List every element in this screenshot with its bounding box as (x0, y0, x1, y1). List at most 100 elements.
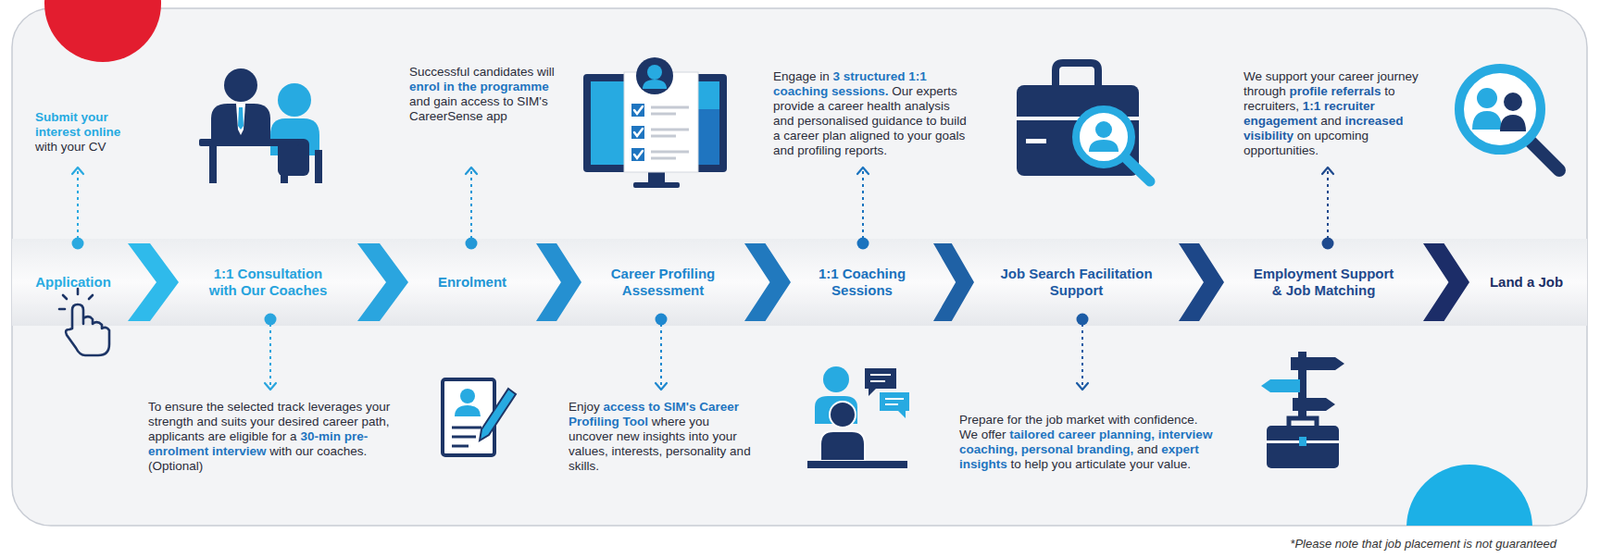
text-run: you (1051, 457, 1076, 472)
text-run: Profiling (568, 414, 624, 429)
text-run: online (84, 125, 122, 139)
text-run: upcoming (1314, 128, 1370, 143)
chevron-connector (1423, 243, 1470, 322)
text-run: access (461, 94, 504, 109)
text-run: career (322, 414, 362, 429)
text-run: to (1011, 457, 1025, 472)
text-run: CareerSense (409, 109, 487, 124)
text-run: career (1058, 427, 1100, 442)
timeline-step: 1:1 Coaching SessionsEngage in 3 structu… (790, 238, 934, 326)
text-run: analysis (904, 99, 950, 113)
text-run: expert (1161, 442, 1200, 457)
text-run: insights (642, 429, 689, 444)
leader-line (470, 170, 473, 239)
text-run: reports. (844, 143, 888, 158)
chevron-connector (933, 243, 975, 322)
text-run: and (729, 444, 751, 459)
text-run: insights (959, 457, 1012, 472)
timeline-step: Career Profiling AssessmentEnjoy access … (581, 238, 745, 326)
timeline-step: 1:1 Consultation with Our CoachesTo ensu… (178, 238, 358, 326)
arrowhead (1076, 383, 1088, 390)
timeline-step: Employment Support & Job MatchingWe supp… (1224, 238, 1424, 326)
text-run: a (773, 128, 784, 143)
text-run: plan (822, 128, 850, 143)
text-run: Prepare (959, 412, 1008, 427)
text-run: with (1108, 412, 1135, 427)
text-run: Career (699, 400, 739, 414)
chevron-connector (1178, 243, 1225, 322)
step-label: Land a Job (1489, 274, 1563, 291)
text-run: career (783, 128, 823, 143)
leader-line (1081, 324, 1084, 388)
leader-line (269, 324, 272, 388)
leader-dots (72, 237, 1335, 326)
text-run: coaching (773, 84, 832, 99)
text-run: Successful (409, 64, 474, 79)
text-run: your (1311, 69, 1339, 84)
text-run: offer (981, 427, 1011, 442)
text-run: interview (1158, 427, 1213, 442)
timeline-band (12, 238, 1588, 326)
form-icon (442, 379, 516, 456)
text-run: recruiter (1324, 99, 1375, 113)
text-run: CV (88, 139, 107, 154)
arrowhead (1322, 167, 1334, 175)
text-run: in (443, 79, 459, 94)
text-run: To (148, 400, 165, 414)
text-run: health (866, 99, 905, 113)
text-run: coaches. (316, 444, 367, 459)
text-run: a (289, 429, 300, 444)
text-run: Tool (623, 414, 652, 429)
chevron-connector (127, 243, 179, 322)
text-run: Enjoy (568, 400, 604, 414)
leader-dot (1076, 313, 1089, 326)
step-description: To ensure the selected track leverages y… (148, 400, 425, 475)
text-run: app (486, 109, 508, 124)
text-run: sessions. (831, 84, 892, 99)
step-label: Enrolment (437, 274, 507, 291)
text-run: eligible (229, 429, 273, 444)
hand-cursor-icon (59, 288, 110, 356)
text-run: and (409, 94, 434, 109)
text-run: visibility (1243, 128, 1298, 143)
text-run: uncover (568, 429, 617, 444)
text-run: for (1007, 412, 1026, 427)
text-run: with (35, 139, 62, 154)
text-run: build (939, 113, 967, 128)
text-run: engagement (1243, 113, 1321, 128)
text-run: through (1243, 84, 1290, 99)
arrowhead (72, 167, 84, 175)
timeline-step: ApplicationSubmit your interest online w… (18, 238, 128, 326)
timeline-step: Job Search Facilitation SupportPrepare f… (974, 238, 1179, 326)
text-run: interview (212, 444, 270, 459)
step-description: Engage in 3 structured 1:1 coaching sess… (773, 69, 972, 159)
text-run: desired (277, 414, 323, 429)
red-corner-circle (44, 0, 162, 63)
text-run: market (1066, 412, 1109, 427)
text-run: 30-min (300, 429, 344, 444)
text-run: interests, (612, 444, 667, 459)
text-run: your (81, 110, 109, 125)
text-run: branding, (1076, 442, 1138, 457)
text-run: 3 (833, 69, 844, 84)
leader-dot (655, 313, 668, 326)
text-run: suits (221, 414, 251, 429)
chevron-connector (744, 243, 791, 322)
text-run: and (1137, 442, 1162, 457)
footnote: *Please note that job placement is not g… (1289, 537, 1557, 551)
text-run: access (603, 400, 650, 414)
text-run: to (893, 128, 908, 143)
text-run: and (773, 113, 798, 128)
chevron-connector (357, 243, 409, 322)
text-run: your (365, 400, 390, 414)
text-run: where (651, 414, 690, 429)
text-run: the (206, 400, 228, 414)
text-run: in (819, 69, 833, 84)
text-run: personal (1021, 442, 1077, 457)
text-run: planning, (1099, 427, 1159, 442)
text-run: and (197, 414, 222, 429)
arrowhead (465, 167, 477, 175)
text-run: applicants (148, 429, 209, 444)
